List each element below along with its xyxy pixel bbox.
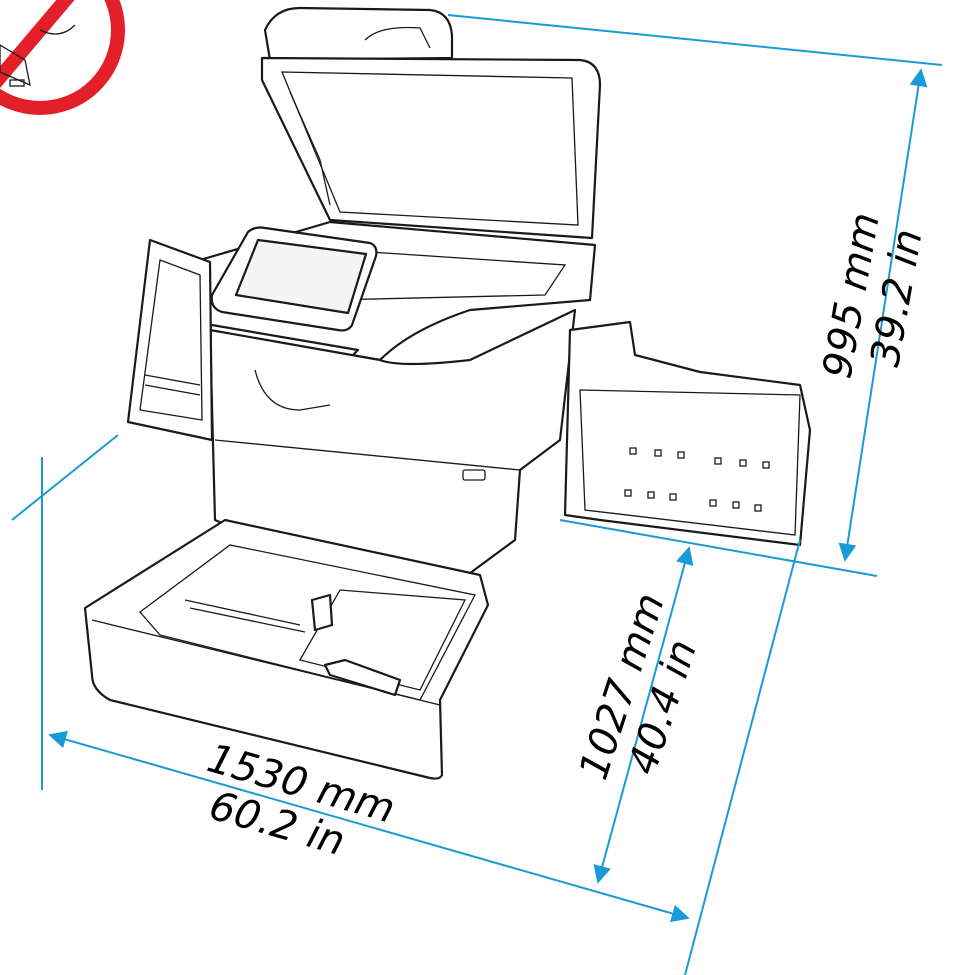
height-dimension (447, 14, 943, 577)
width-dimension (11, 434, 690, 923)
printer-illustration (83, 6, 812, 780)
prohibition-sign-icon (0, 0, 125, 115)
